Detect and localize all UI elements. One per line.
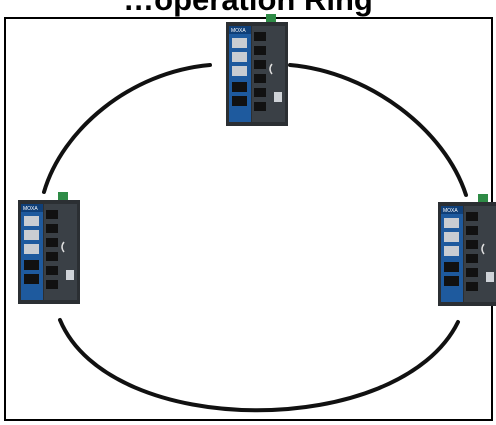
cable-top-left (42, 63, 212, 194)
cable-bottom (58, 318, 460, 413)
switch-right-brand: MOXA (443, 208, 458, 214)
switch-top-brand: MOXA (231, 28, 246, 34)
switch-top: MOXA (226, 14, 288, 126)
switch-right: MOXA (438, 194, 496, 306)
cable-top-right (288, 63, 468, 197)
switch-left-brand: MOXA (23, 206, 38, 212)
diagram-title: …operation Ring (0, 0, 496, 17)
switch-left: MOXA (18, 192, 80, 304)
